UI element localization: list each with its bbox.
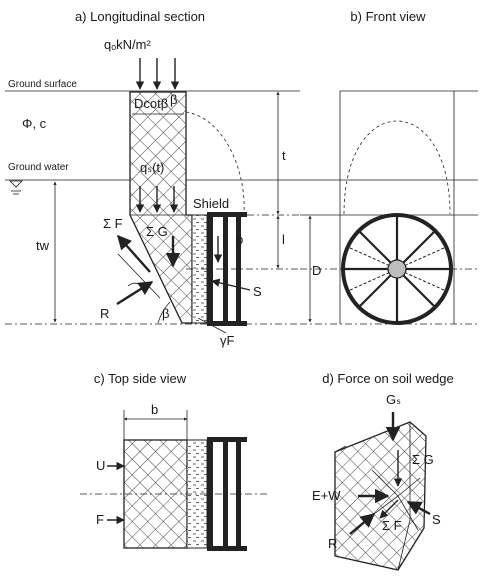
sum-g-label: Σ G <box>146 224 168 239</box>
wedge-sum-f-arrow <box>379 499 399 519</box>
beta-angle-arc <box>157 301 171 324</box>
wedge-ray-4 <box>365 495 399 521</box>
wedge-edge-top <box>334 445 347 453</box>
arching-curve <box>185 111 245 213</box>
slurry-leader-line <box>197 317 227 334</box>
d-dimension-label: D <box>312 263 321 278</box>
sum-f-arrow <box>117 234 151 273</box>
sum-f-label: Σ F <box>103 216 123 231</box>
wedge-ray-2 <box>397 477 421 497</box>
top-side-view: b U F <box>80 402 270 551</box>
front-arching-curve <box>343 120 451 215</box>
wedge-sum-g-label: Σ G <box>412 452 434 467</box>
wedge-s-arrow <box>406 500 431 516</box>
silo-pressure-label: qₛ(t) <box>140 160 164 175</box>
normal-line-on-slip <box>117 253 161 299</box>
t-dimension-label: t <box>282 148 286 163</box>
front-view <box>300 90 478 325</box>
soil-wedge-force-view: Gₛ Σ G E+W S Σ F R <box>312 392 441 571</box>
soil-parameters-label: Φ, c <box>22 116 47 131</box>
ground-surface-label: Ground surface <box>8 79 77 90</box>
wedge-edge-bottom <box>397 519 411 571</box>
shield <box>191 212 247 326</box>
friction-angle-arc <box>127 282 143 288</box>
support-pressure-label: p <box>236 232 243 247</box>
wedge-sum-f-label: Σ F <box>382 518 402 533</box>
cutting-wheel <box>341 213 453 325</box>
wedge-ray-3 <box>397 495 419 531</box>
wedge-ray-1 <box>371 469 399 497</box>
longitudinal-section: Ground surface Φ, c Ground water qₒkN/m²… <box>5 37 321 348</box>
beta-label-top: β <box>170 92 177 107</box>
u-label: U <box>96 458 105 473</box>
wedge-r-label: R <box>328 536 337 551</box>
support-force-arrow <box>211 278 251 291</box>
gs-label: Gₛ <box>386 392 401 407</box>
caption-longitudinal-section: a) Longitudinal section <box>75 9 205 24</box>
water-table-symbol <box>9 180 23 195</box>
surcharge-load-label: qₒkN/m² <box>104 37 151 52</box>
caption-force-on-soil-wedge: d) Force on soil wedge <box>322 371 454 386</box>
reaction-label: R <box>100 306 109 321</box>
caption-front-view: b) Front view <box>350 9 426 24</box>
wedge-s-label: S <box>432 512 441 527</box>
reaction-arrow <box>116 280 154 306</box>
ew-label: E+W <box>312 488 341 503</box>
beta-label-toe: β <box>162 306 169 321</box>
tw-dimension-label: tw <box>36 238 50 253</box>
b-dimension-label: b <box>151 402 158 417</box>
f-label: F <box>96 512 104 527</box>
dcot-beta-label: Dcotβ <box>134 96 168 111</box>
l-dimension-label: l <box>282 232 285 247</box>
support-force-label: S <box>253 284 262 299</box>
shield-label: Shield <box>193 196 229 211</box>
slurry-unit-weight-label: γF <box>220 333 235 348</box>
ground-water-label: Ground water <box>8 162 69 173</box>
caption-top-side-view: c) Top side view <box>94 371 187 386</box>
